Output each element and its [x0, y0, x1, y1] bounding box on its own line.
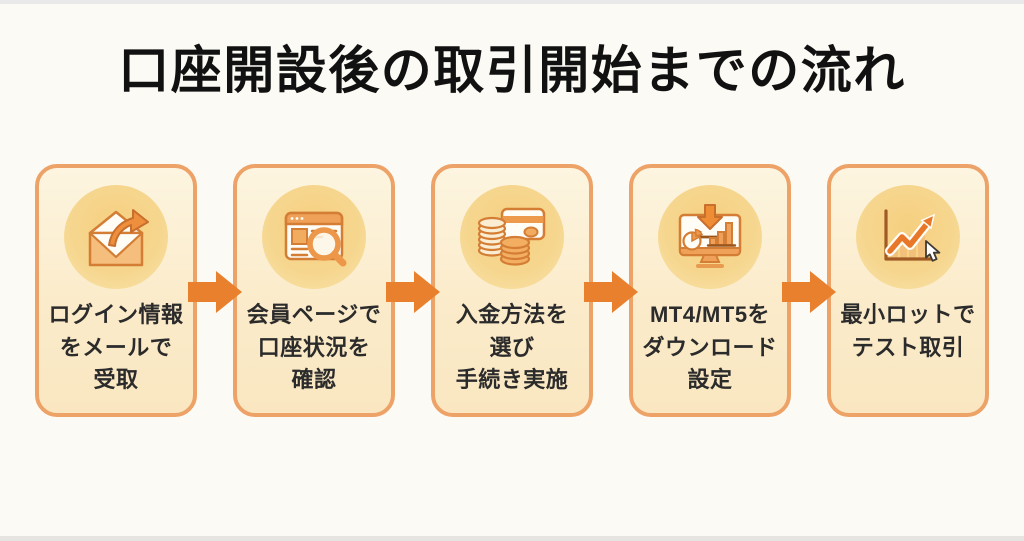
- step-card-mt-download: MT4/MT5を ダウンロード 設定: [629, 164, 791, 417]
- member-page-check-icon: [262, 185, 366, 289]
- open-envelope-arrow-icon: [88, 209, 149, 267]
- step-card-deposit: 入金方法を 選び 手続き実施: [431, 164, 593, 417]
- flow-arrow-icon: [188, 271, 242, 313]
- mt-download-icon: [658, 185, 762, 289]
- monitor-download-icon: [678, 204, 742, 268]
- step-card-login-info: ログイン情報 をメールで 受取: [35, 164, 197, 417]
- bottom-edge-bar: [0, 536, 1024, 541]
- step-card-member-page: 会員ページで 口座状況を 確認: [233, 164, 395, 417]
- flow-arrow-icon: [584, 271, 638, 313]
- browser-magnifier-icon: [284, 211, 347, 267]
- step-label: 最小ロットで テスト取引: [840, 302, 976, 360]
- email-receive-icon: [64, 185, 168, 289]
- step-label: 会員ページで 口座状況を 確認: [246, 302, 382, 393]
- flow-steps: ログイン情報 をメールで 受取: [35, 164, 989, 417]
- step-label: ログイン情報 をメールで 受取: [48, 302, 184, 393]
- coins-card-icon: [477, 207, 546, 266]
- rising-chart-cursor-icon: [884, 209, 941, 262]
- step-label: MT4/MT5を ダウンロード 設定: [642, 302, 778, 393]
- deposit-method-icon: [460, 185, 564, 289]
- step-label: 入金方法を 選び 手続き実施: [455, 302, 569, 393]
- flow-arrow-icon: [782, 271, 836, 313]
- step-card-test-trade: 最小ロットで テスト取引: [827, 164, 989, 417]
- page-title: 口座開設後の取引開始までの流れ: [118, 42, 906, 99]
- test-trade-icon: [856, 185, 960, 289]
- flow-arrow-icon: [386, 271, 440, 313]
- top-edge-bar: [0, 0, 1024, 4]
